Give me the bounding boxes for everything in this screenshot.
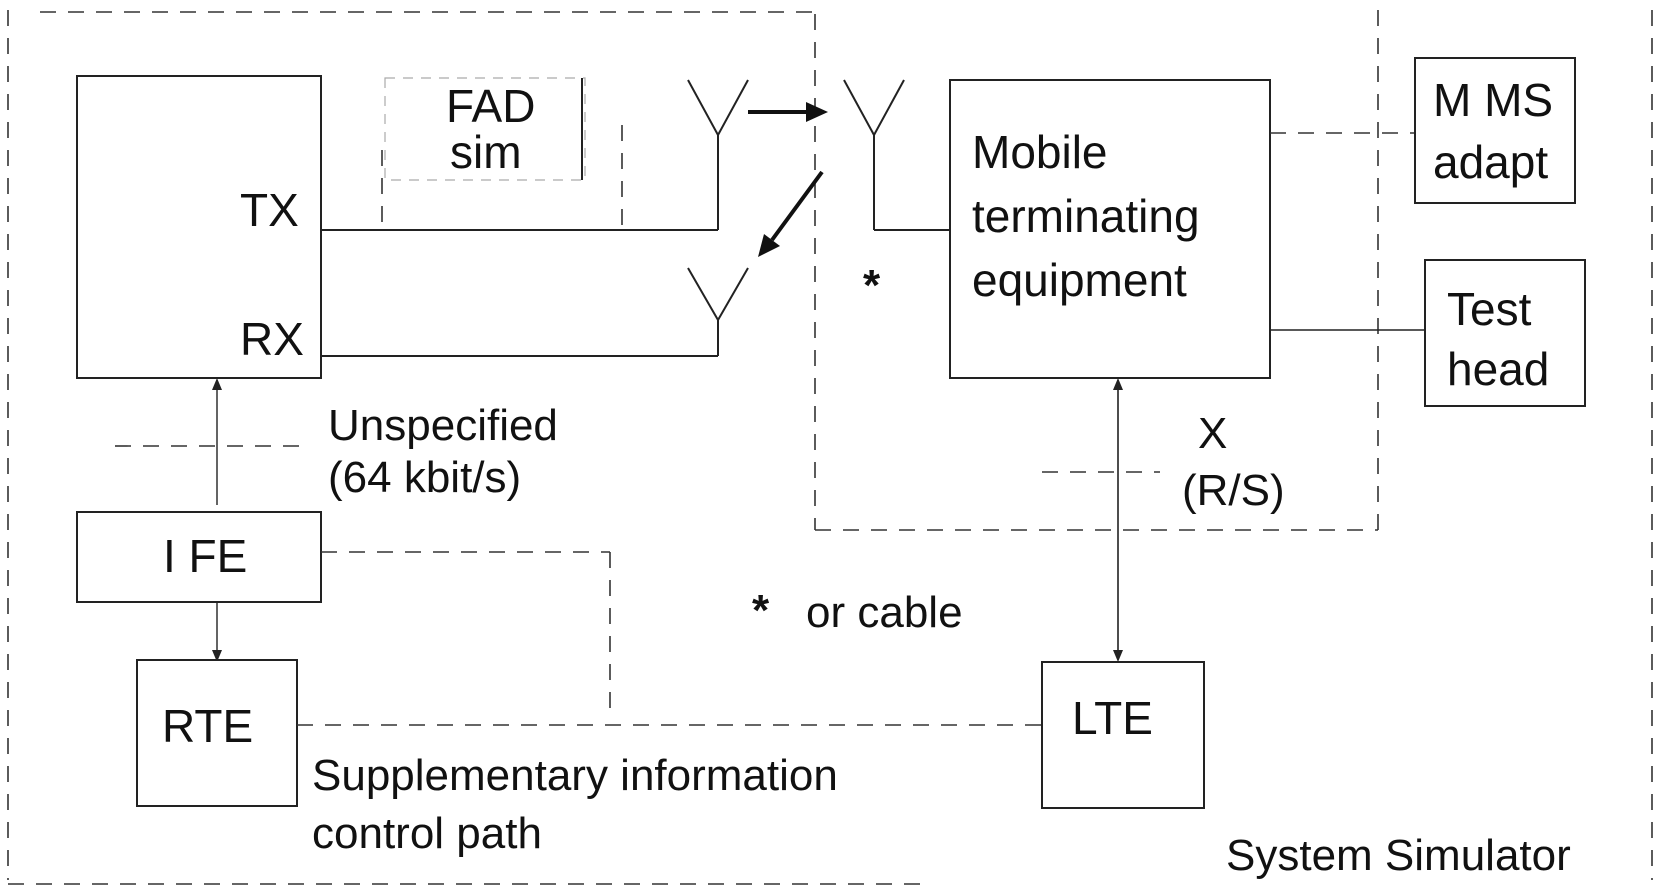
- test-head-box: [1424, 259, 1586, 407]
- unspecified-line1: Unspecified: [328, 401, 558, 450]
- x-line1: X: [1198, 409, 1227, 458]
- lte-label: LTE: [1072, 692, 1153, 744]
- note-text: or cable: [806, 588, 963, 637]
- ms-antenna-icon: [843, 79, 950, 231]
- supplementary-line2: control path: [312, 809, 542, 858]
- fad-sim-box: [381, 77, 623, 230]
- fad-sim-line1: FAD: [446, 80, 535, 132]
- ife-label: I FE: [163, 530, 247, 582]
- system-simulator-frame: [7, 10, 1653, 885]
- supplementary-line1: Supplementary information: [312, 751, 838, 800]
- tx-label: TX: [240, 184, 299, 236]
- fad-sim-line2: sim: [450, 126, 522, 178]
- x-line2: (R/S): [1182, 466, 1285, 515]
- mte-line2: terminating: [972, 190, 1200, 242]
- rx-antenna-icon: [687, 267, 749, 356]
- system-simulator-label: System Simulator: [1226, 831, 1571, 880]
- rte-label: RTE: [162, 700, 253, 752]
- ife-box: [76, 511, 322, 603]
- rx-label: RX: [240, 313, 304, 365]
- test-head-line1: Test: [1447, 283, 1532, 335]
- tx-antenna-icon: [687, 79, 749, 230]
- mte-line3: equipment: [972, 254, 1187, 306]
- mte-lte-connector: [1113, 378, 1123, 662]
- downlink-arrow-icon: [748, 102, 828, 122]
- mms-line1: M MS: [1433, 74, 1553, 126]
- rte-box: [136, 659, 298, 807]
- uplink-arrow-icon: [758, 170, 824, 257]
- radio-asterisk: *: [863, 261, 881, 310]
- lte-box: [1041, 661, 1205, 809]
- mobile-terminating-equipment-box: [949, 79, 1271, 379]
- mobile-station-frame: [814, 10, 1379, 531]
- note-asterisk: *: [752, 586, 770, 635]
- base-station-box: [76, 75, 322, 379]
- mte-line1: Mobile: [972, 126, 1108, 178]
- bs-ife-connector: [212, 378, 222, 505]
- mms-line2: adapt: [1433, 136, 1548, 188]
- ife-control-path: [321, 551, 611, 710]
- test-head-line2: head: [1447, 343, 1549, 395]
- unspecified-line2: (64 kbit/s): [328, 453, 521, 502]
- mms-adapt-box: [1414, 57, 1576, 204]
- ife-rte-connector: [212, 602, 222, 662]
